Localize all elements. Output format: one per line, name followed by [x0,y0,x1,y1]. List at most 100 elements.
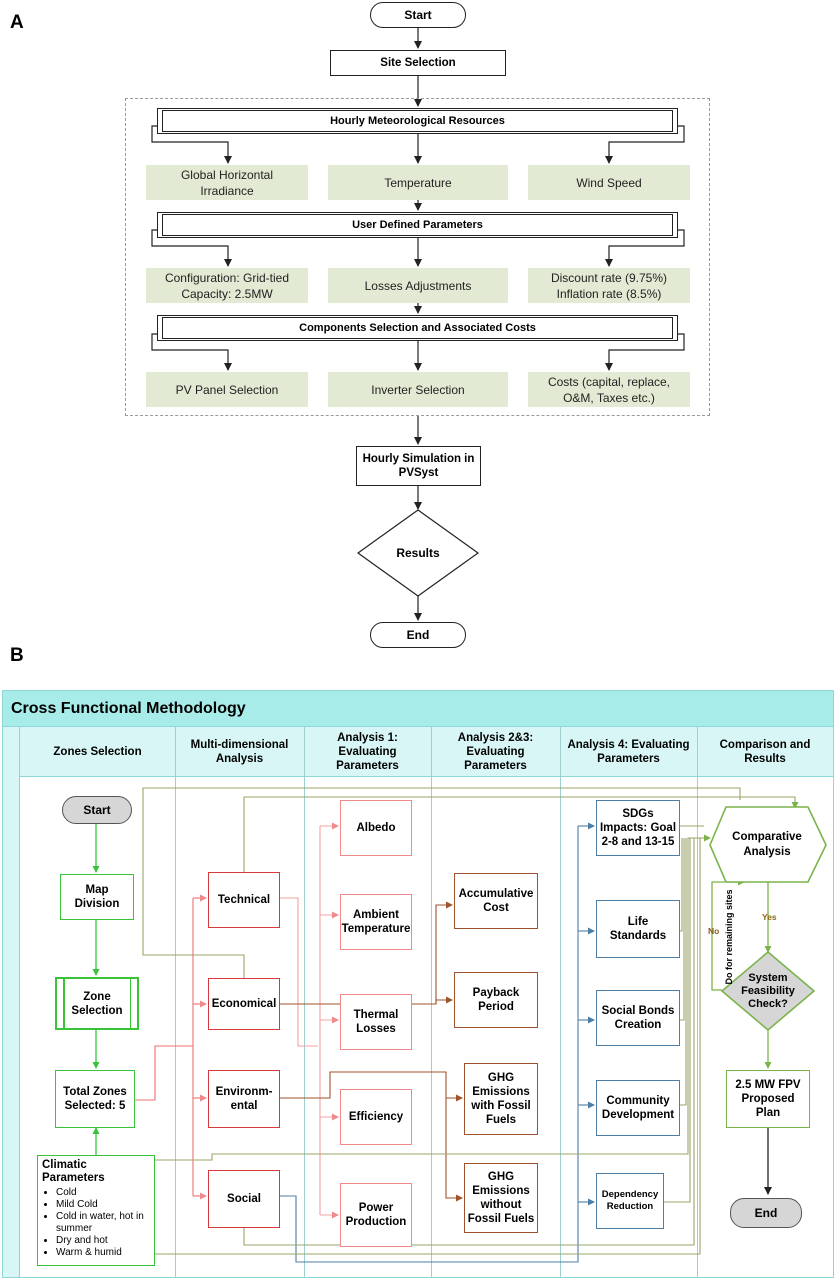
b-lane-header-analysis23-l1: Analysis 2&3: [457,732,534,744]
a-results-label: Results [396,546,440,560]
b-zone-selection-l2: Selection [71,1004,123,1017]
b-lane-header-comparison-l2: Results [744,753,786,765]
b-a1-ambient-l1: Ambient [353,909,399,921]
b-a4-life-l2: Standards [609,930,667,942]
b-a23-ghg-without-fossil: GHG Emissions without Fossil Fuels [464,1163,538,1233]
b-lane-header-analysis1: Analysis 1: Evaluating Parameters [304,727,431,777]
b-lane-header-zones-text: Zones Selection [53,746,142,758]
a-user-losses: Losses Adjustments [328,268,508,303]
b-a23-accumulative-cost: Accumulative Cost [454,873,538,929]
b-a23-payback-period: Payback Period [454,972,538,1028]
b-lane-header-comparison: Comparison and Results [697,727,833,777]
a-comp-costs-line2: O&M, Taxes etc.) [563,390,655,405]
b-proposed-l2: Proposed [741,1093,795,1105]
b-climatic-list: Cold Mild Cold Cold in water, hot in sum… [42,1187,150,1259]
b-a23-accumulative-l2: Cost [483,902,509,914]
b-feasibility-l1: System [748,971,788,984]
b-a23-ghg-with-l3: with Fossil [471,1100,531,1112]
a-end-terminator: End [370,622,466,648]
b-a23-ghg-without-l3: without [480,1199,522,1211]
b-a4-community-l1: Community [606,1095,670,1107]
b-lane-header-multidim-l2: Analysis [215,753,264,765]
b-a23-ghg-with-l2: Emissions [472,1086,530,1098]
a-comp-pv-panel: PV Panel Selection [146,372,308,407]
b-map-division-box: Map Division [60,874,134,920]
a-user-rates-line2: Inflation rate (8.5%) [556,286,662,301]
b-lane-header-zones: Zones Selection [20,727,175,777]
a-inputs-group [125,98,710,416]
a-hourly-met-header: Hourly Meteorological Resources [162,110,673,132]
b-lane-header-analysis1-l3: Parameters [336,760,399,772]
b-climatic-parameters-box: Climatic Parameters Cold Mild Cold Cold … [37,1155,155,1266]
a-simulation-line1: Hourly Simulation in [362,453,475,465]
a-met-temperature: Temperature [328,165,508,200]
b-lane-header-analysis1-l2: Evaluating [338,746,397,758]
b-a4-sdgs-l2: Impacts: Goal [599,822,677,834]
b-a4-dependency-l1: Dependency [601,1189,659,1200]
a-met-ghi: Global Horizontal Irradiance [146,165,308,200]
b-comparative-l2: Analysis [743,846,791,858]
a-comp-costs-line1: Costs (capital, replace, [547,374,671,389]
b-a1-ambient-temperature: Ambient Temperature [340,894,412,950]
b-dim-economical: Economical [208,978,280,1030]
b-a1-power-l2: Production [345,1216,407,1228]
b-climatic-title-l1: Climatic [42,1159,87,1171]
b-yes-label: Yes [762,912,777,922]
b-a4-sdgs-l3: 2-8 and 13-15 [601,836,675,848]
b-a4-dependency-reduction: Dependency Reduction [596,1173,664,1229]
b-feasibility-l2: Feasibility [741,984,795,997]
b-a23-payback-l1: Payback [472,987,520,999]
b-a23-ghg-without-l2: Emissions [472,1185,530,1197]
b-a1-ambient-l2: Temperature [341,923,411,935]
b-remaining-sites-label: Do for remaining sites [724,889,734,985]
b-lane-header-multidim-l1: Multi-dimensional [190,739,289,751]
b-zone-selection-box: Zone Selection [55,977,139,1030]
b-lane-separator-3 [431,727,432,1277]
b-lane-separator-1 [175,727,176,1277]
b-a1-albedo: Albedo [340,800,412,856]
b-lane-separator-4 [560,727,561,1277]
b-a1-efficiency: Efficiency [340,1089,412,1145]
a-user-params-header: User Defined Parameters [162,214,673,236]
b-climatic-item: Dry and hot [56,1235,150,1247]
b-a23-payback-l2: Period [478,1001,514,1013]
a-user-rates-line1: Discount rate (9.75%) [550,270,668,285]
a-user-config: Configuration: Grid-tied Capacity: 2.5MW [146,268,308,303]
b-dim-environmental-l1: Environm- [215,1086,273,1098]
b-a23-ghg-without-l1: GHG [487,1171,515,1183]
feasibility-diamond [720,950,816,1032]
a-user-config-line2: Capacity: 2.5MW [181,286,273,301]
b-feasibility-l3: Check? [748,997,788,1010]
panel-a-connectors [151,28,685,621]
b-dim-environmental: Environm- ental [208,1070,280,1128]
b-no-label: No [708,926,720,936]
b-feasibility-label: System Feasibility Check? [730,966,806,1016]
b-a23-ghg-with-fossil: GHG Emissions with Fossil Fuels [464,1063,538,1135]
b-map-division-l2: Division [74,898,120,910]
b-lane-header-analysis4: Analysis 4: Evaluating Parameters [560,727,697,777]
b-a23-ghg-without-l4: Fossil Fuels [467,1213,535,1225]
b-lane-header-analysis23-l3: Parameters [464,760,527,772]
b-a4-social-bonds-l1: Social Bonds [601,1005,675,1017]
b-proposed-plan-box: 2.5 MW FPV Proposed Plan [726,1070,810,1128]
a-user-config-line1: Configuration: Grid-tied [164,270,290,285]
b-proposed-l3: Plan [755,1107,781,1119]
b-dim-social: Social [208,1170,280,1228]
a-simulation-line2: PVSyst [398,467,439,479]
b-lane-header-comparison-l1: Comparison and [719,739,811,751]
comparative-analysis-hexagon [709,806,827,883]
b-lane-header-analysis4-l2: Parameters [597,753,660,765]
b-a4-life-standards: Life Standards [596,900,680,958]
b-end-terminator: End [730,1198,802,1228]
b-proposed-l1: 2.5 MW FPV [735,1079,801,1091]
b-a4-social-bonds: Social Bonds Creation [596,990,680,1046]
b-lane-header-analysis4-l1: Analysis 4: Evaluating [567,739,690,751]
b-climatic-item: Cold in water, hot in summer [56,1211,150,1235]
b-a1-power-l1: Power [358,1202,394,1214]
b-total-zones-l2: Selected: 5 [64,1100,126,1112]
b-lane-header-multidim: Multi-dimensional Analysis [175,727,304,777]
panel-a-label: A [10,12,24,33]
b-a1-thermal-l1: Thermal [353,1009,399,1021]
a-start-terminator: Start [370,2,466,28]
